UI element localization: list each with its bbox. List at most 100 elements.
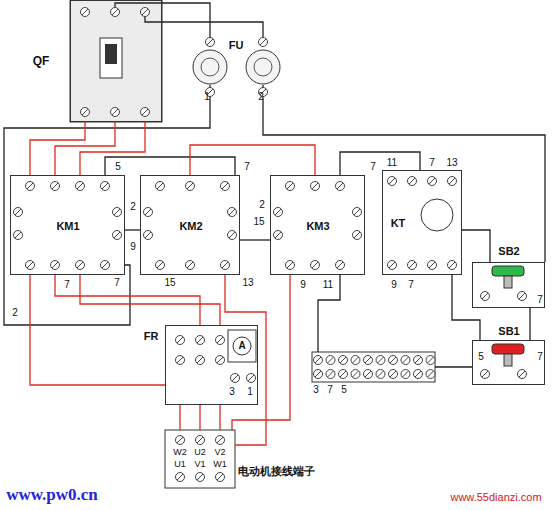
screw-head [144,231,153,240]
screw-head [286,182,295,191]
start-button [492,266,524,276]
terminal-screw [389,370,398,379]
screw-slot [177,357,183,363]
screw-head [401,356,410,365]
watermark: www.55dianzi.com [450,492,541,503]
screw-slot [337,262,343,268]
screw-slot [217,337,223,343]
terminal-screw [176,473,185,482]
terminal-screw [314,356,323,365]
terminal-screw [221,261,230,270]
screw-head [314,356,323,365]
screw-head [196,436,205,445]
wire [105,157,235,175]
terminal-label: W2 [173,448,187,457]
screw-slot [114,232,120,238]
terminal-number: 2 [258,92,264,102]
screw-head [311,261,320,270]
screw-slot [229,209,235,215]
screw-slot [449,178,455,184]
terminal-number: 3 [313,385,319,395]
screw-head [81,108,90,117]
contactor: KM2 [140,175,240,275]
screw-head [376,370,385,379]
screw-slot [354,209,360,215]
time-relay: KT [382,170,462,275]
screw-slot [27,262,33,268]
screw-head [274,231,283,240]
terminal-screw [228,208,237,217]
terminal-screw [274,208,283,217]
screw-slot [429,262,435,268]
screw-head [216,356,225,365]
screw-head [388,177,397,186]
screw-head [426,356,435,365]
terminal-screw [144,231,153,240]
terminal-screw [113,231,122,240]
terminal-screw [156,182,165,191]
terminal-screw [414,370,423,379]
terminal-screw [176,356,185,365]
screw-head [176,356,185,365]
screw-slot [197,357,203,363]
screw-slot [340,357,346,363]
screw-head [364,370,373,379]
screw-head [274,208,283,217]
screw-slot [389,178,395,184]
screw-slot [409,262,415,268]
terminal-label: W1 [213,460,227,469]
screw-head [216,336,225,345]
terminal-screw [428,261,437,270]
terminal-screw [101,182,110,191]
power-wire [80,275,220,325]
screw-slot [312,183,318,189]
screw-head [426,370,435,379]
screw-slot [114,209,120,215]
control-wire [340,152,420,175]
screw-slot [222,183,228,189]
screw-head [221,182,230,191]
fuse-cap [201,58,219,76]
screw-slot [145,209,151,215]
screw-head [216,473,225,482]
terminal-number: 7 [327,385,333,395]
screw-slot [102,183,108,189]
screw-slot [428,357,434,363]
terminal-screw [448,261,457,270]
screw-slot [157,262,163,268]
terminal-screw [388,261,397,270]
terminal-screw [196,356,205,365]
screw-head [388,261,397,270]
wire [263,85,545,262]
screw-head [196,356,205,365]
screw-head [351,370,360,379]
screw-head [144,208,153,217]
terminal-screw [111,8,120,17]
part-name: 电动机接线端子 [238,466,315,477]
terminal-screw [186,261,195,270]
part-name: KM2 [179,221,202,232]
screw-head [176,336,185,345]
terminal-screw [216,436,225,445]
screw-slot [112,109,118,115]
screw-slot [287,183,293,189]
terminal-screw [286,261,295,270]
screw-slot [197,437,203,443]
screw-slot [312,262,318,268]
power-wire [225,275,266,445]
screw-slot [482,293,488,299]
screw-slot [222,262,228,268]
terminal-screw [196,436,205,445]
screw-head [156,261,165,270]
screw-head [336,182,345,191]
stop-button [492,344,524,354]
screw-head [518,370,527,379]
screw-head [448,177,457,186]
screw-head [448,261,457,270]
terminal-number: 1 [204,92,210,102]
power-wire [30,275,165,385]
screw-head [228,208,237,217]
screw-head [221,261,230,270]
terminal-screw [353,208,362,217]
